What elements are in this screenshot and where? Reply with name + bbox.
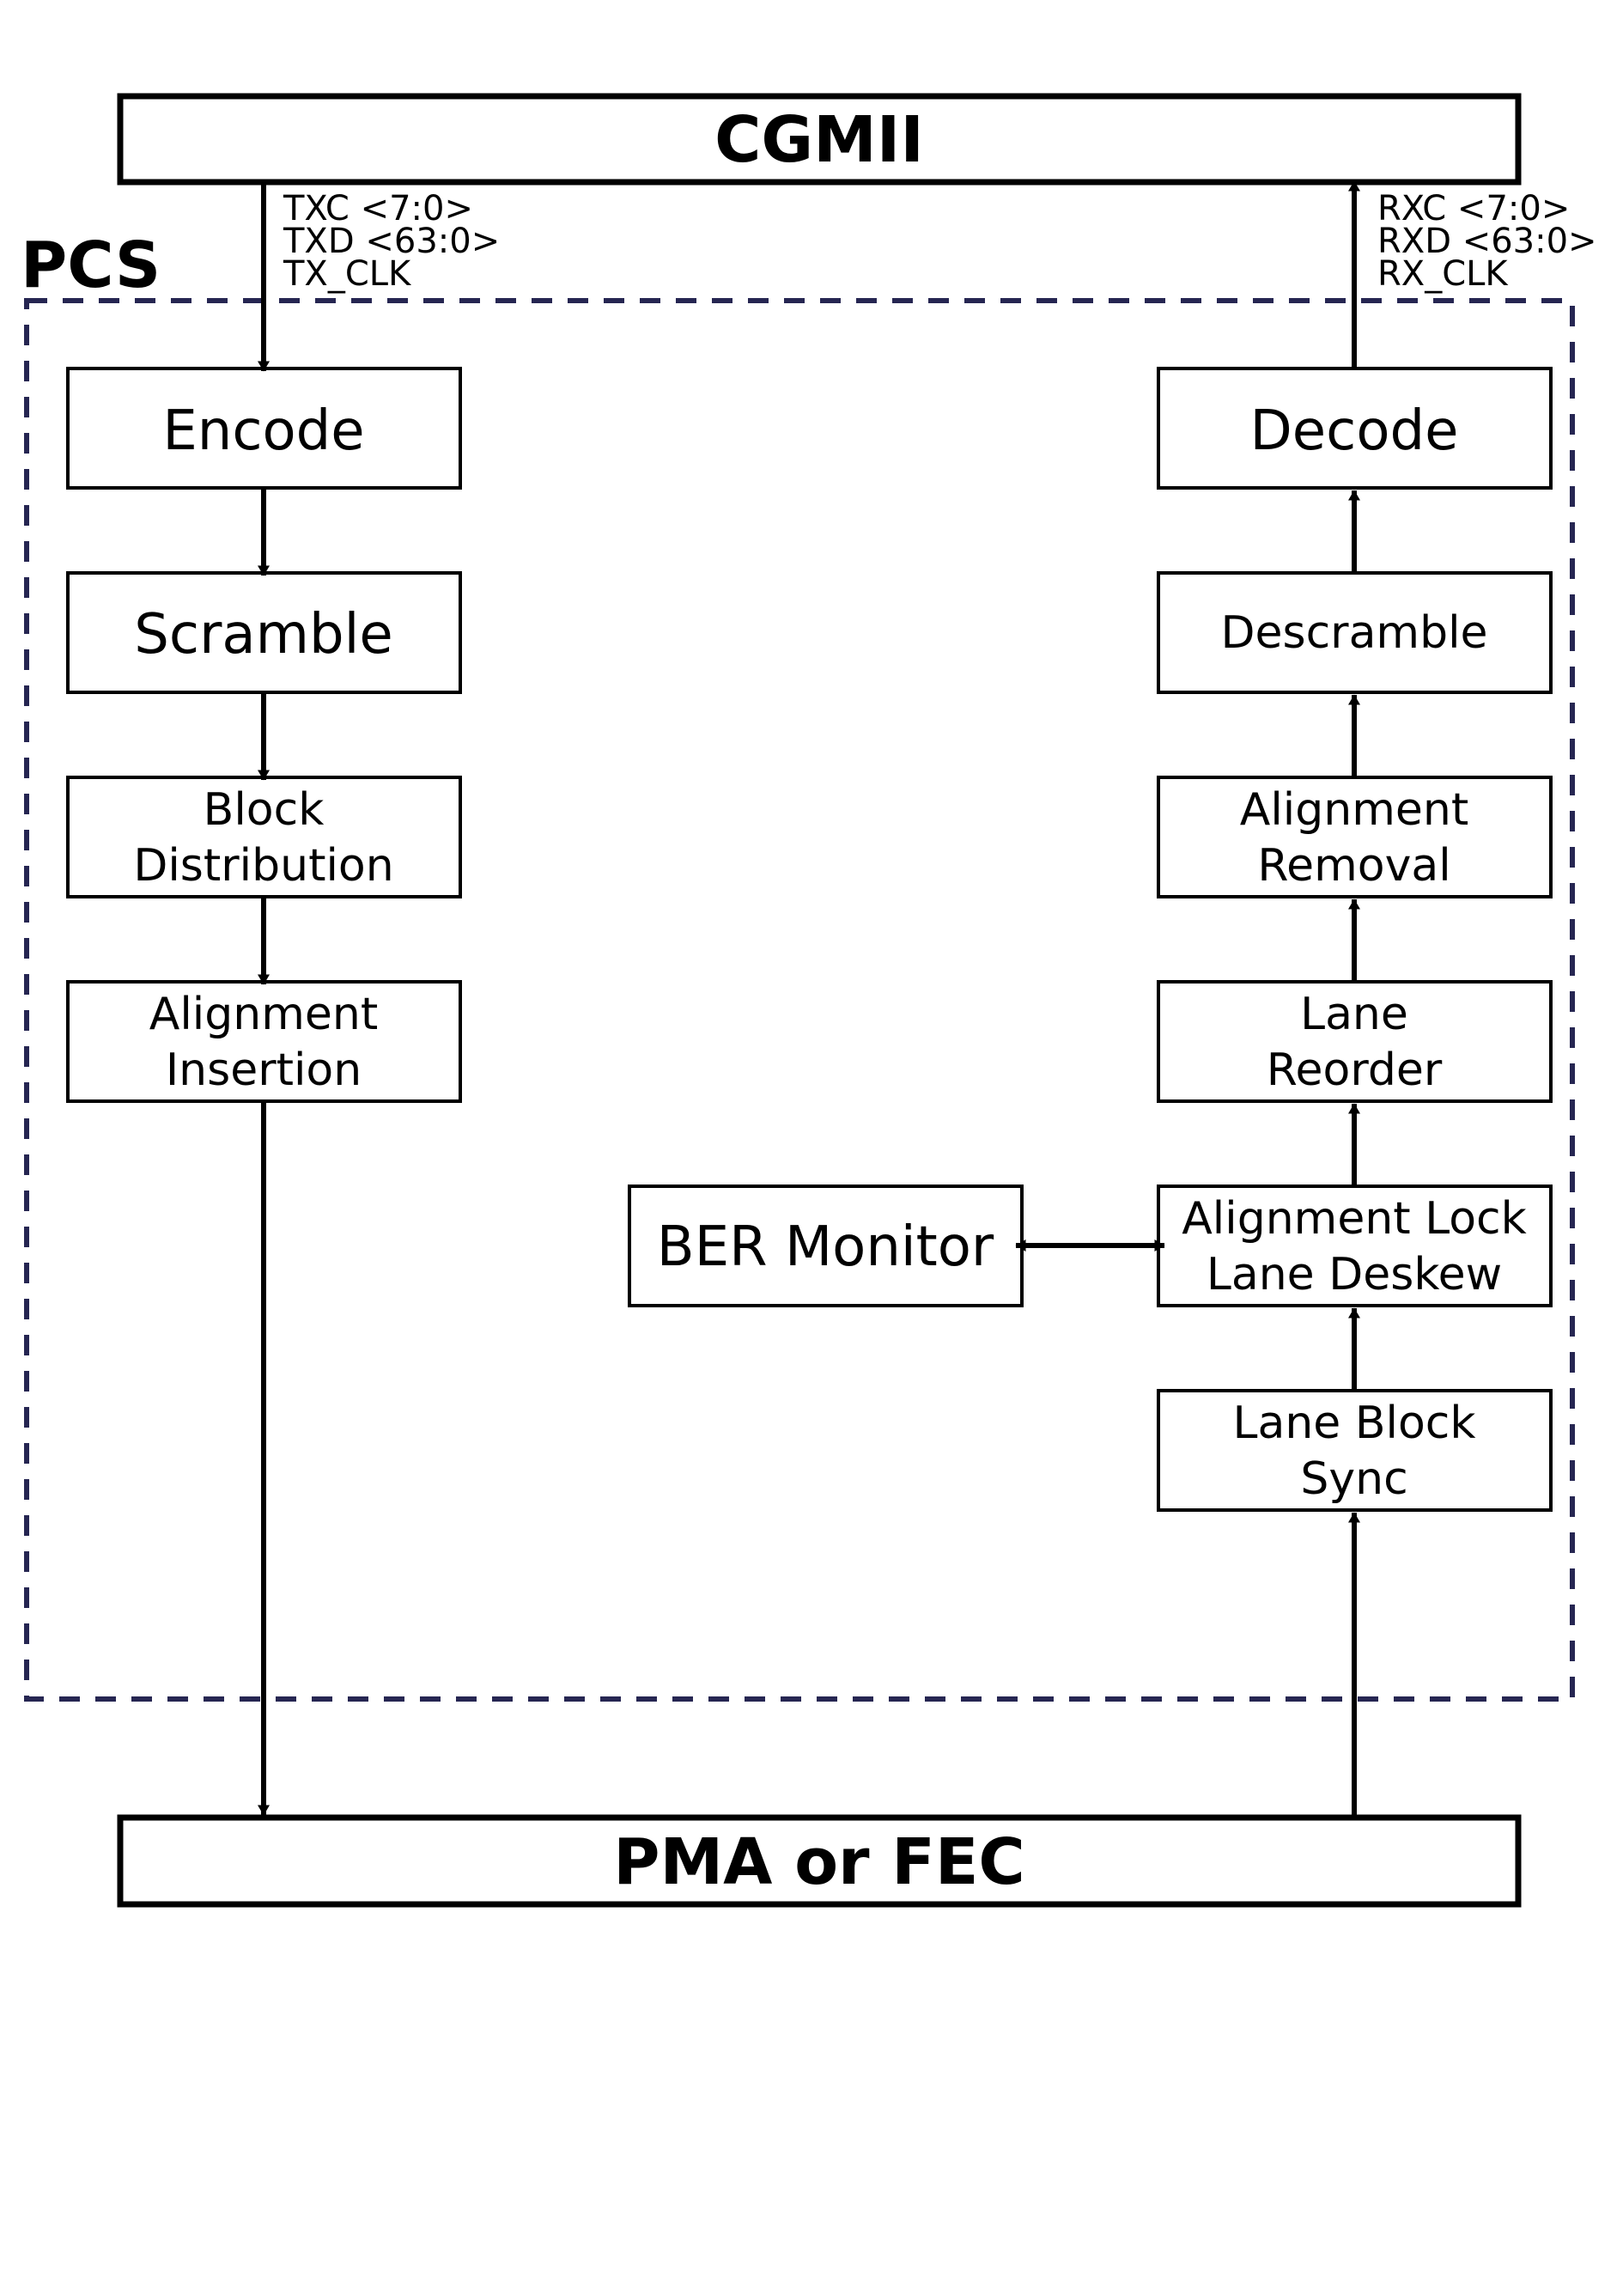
block-distribution-label-line2: Distribution (133, 840, 393, 892)
descramble-label: Descramble (1220, 607, 1487, 659)
rx-signal-labels: RXC <7:0> RXD <63:0> RX_CLK (1377, 189, 1597, 294)
rx-signal-label: RXC <7:0> (1377, 189, 1570, 228)
lane-block-sync-label-line2: Sync (1300, 1453, 1407, 1505)
decode-label: Decode (1250, 399, 1459, 463)
pma-or-fec-bus: PMA or FEC (117, 1814, 1522, 1908)
pcs-label: PCS (21, 228, 161, 302)
alignment-removal-label-line1: Alignment (1240, 784, 1468, 836)
encode-block: Encode (66, 367, 462, 490)
ber-monitor-block: BER Monitor (628, 1185, 1024, 1307)
alignment-removal-block: Alignment Removal (1157, 776, 1553, 898)
tx-signal-label: TX_CLK (283, 254, 412, 294)
pcs-region (24, 298, 1575, 1702)
tx-signal-label: TXD <63:0> (283, 222, 500, 261)
alignment-insertion-label-line1: Alignment (149, 989, 378, 1040)
rx-signal-label: RXD <63:0> (1377, 222, 1597, 261)
ber-monitor-label: BER Monitor (657, 1215, 994, 1279)
descramble-block: Descramble (1157, 571, 1553, 694)
cgmii-label: CGMII (714, 103, 924, 177)
scramble-label: Scramble (134, 603, 392, 667)
tx-signal-labels: TXC <7:0> TXD <63:0> TX_CLK (283, 189, 500, 294)
decode-block: Decode (1157, 367, 1553, 490)
alignment-lock-lane-deskew-block: Alignment Lock Lane Deskew (1157, 1185, 1553, 1307)
cgmii-bus: CGMII (117, 93, 1522, 186)
alignment-lock-label-line1: Alignment Lock (1182, 1193, 1527, 1245)
encode-label: Encode (162, 399, 364, 463)
block-distribution-block: Block Distribution (66, 776, 462, 898)
lane-block-sync-label-line1: Lane Block (1233, 1398, 1476, 1449)
pma-or-fec-label: PMA or FEC (613, 1825, 1024, 1899)
alignment-insertion-block: Alignment Insertion (66, 980, 462, 1103)
scramble-block: Scramble (66, 571, 462, 694)
lane-reorder-block: Lane Reorder (1157, 980, 1553, 1103)
lane-deskew-label-line2: Lane Deskew (1207, 1249, 1502, 1300)
alignment-insertion-label-line2: Insertion (166, 1044, 362, 1096)
rx-signal-label: RX_CLK (1377, 254, 1509, 294)
block-distribution-label-line1: Block (204, 784, 325, 836)
lane-reorder-label-line1: Lane (1300, 989, 1408, 1040)
tx-signal-label: TXC <7:0> (283, 189, 473, 228)
lane-block-sync-block: Lane Block Sync (1157, 1389, 1553, 1512)
alignment-removal-label-line2: Removal (1257, 840, 1450, 892)
lane-reorder-label-line2: Reorder (1267, 1044, 1443, 1096)
